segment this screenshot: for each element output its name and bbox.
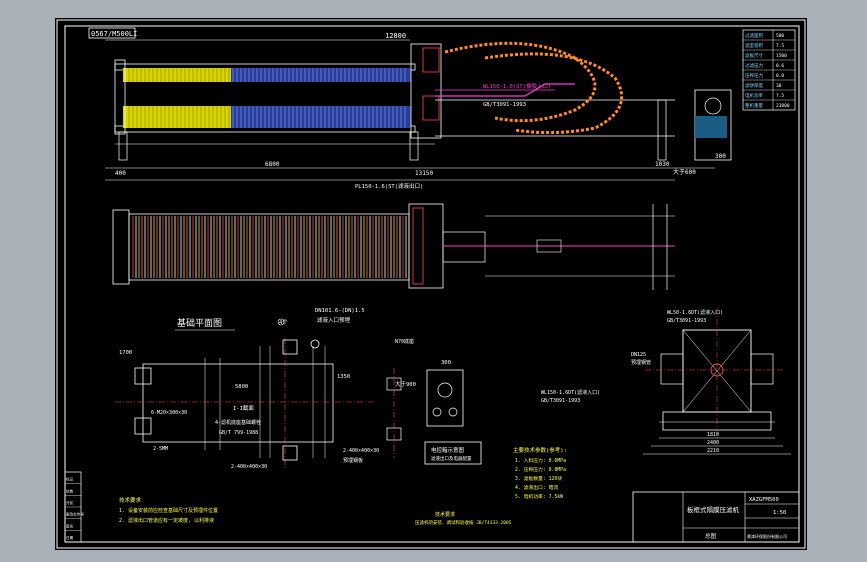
center-note-2: 压滤机的安装、调试和验收按 JB/T4333-2005 (415, 519, 512, 526)
spec-value: 23800 (776, 103, 790, 109)
std-b: GB/T 799-1988 (219, 430, 258, 436)
side-dim-a: 300 (441, 360, 451, 366)
dim-400: 400 (115, 170, 126, 177)
dim-13150: 13150 (415, 170, 433, 177)
params-header: 主要技术参数(参考): (513, 446, 567, 454)
note-gt600: 大于600 (673, 168, 696, 176)
revision-row: 标记 (66, 477, 74, 482)
spec-key: 电机功率 (745, 92, 763, 99)
param-line: 1. 入料压力: 0.6MPa (515, 457, 566, 464)
end-pipe-b-note: 预埋钢管 (631, 359, 651, 366)
center-note-1: 技术要求 (435, 511, 455, 518)
revision-row: 分区 (66, 500, 74, 505)
std-a: 4-滤机底座基础螺栓 (215, 419, 261, 426)
dim-w3: 1350 (337, 374, 350, 380)
end-dim-b: 2400 (707, 440, 719, 446)
title-block-company: 景津环保股份有限公司 (747, 533, 787, 539)
detail-title: 电控箱示意图 (431, 446, 465, 454)
end-dim-a: 1810 (707, 432, 719, 438)
spec-key: 过滤压力 (745, 62, 763, 69)
title-block-model: XAZGFM500 (749, 497, 779, 503)
top-elevation-view: 12800 WL150-1.0(ST(橡胶入口) GB/T3091- (105, 32, 732, 177)
revision-row: 处数 (66, 488, 74, 493)
dim-1030: 1030 (655, 161, 670, 168)
side-dim-b: 大于900 (395, 380, 416, 388)
drain-note: 滤液入口预埋 (317, 316, 351, 324)
spec-value: 1500 (776, 53, 787, 59)
corner-tag: 0567/M500LI (91, 30, 137, 38)
corner-tag-box (88, 27, 136, 39)
anchor-d: 2-400×400×30 (343, 448, 379, 454)
section-label: I-I截面 (233, 404, 254, 412)
dim-300: 300 (715, 153, 726, 160)
end-pipe-a: WL50-1.6DT(滤液入口) (667, 309, 723, 316)
spec-key: 滤饼厚度 (745, 82, 763, 89)
inner-frame (64, 25, 800, 543)
revision-row: 更改文件号 (66, 512, 84, 517)
end-pipe-c: WL150-1.6DT(滤液入口) (541, 389, 600, 396)
drawing-canvas: 0567/M500LI 12800 (56, 19, 806, 549)
end-view: WL50-1.6DT(滤液入口) GB/T3091-1993 DN125 预埋钢… (541, 308, 791, 455)
dim-6800: 6800 (265, 161, 280, 168)
tech-requirements: 技术要求 1. 设备安装前应检查基础尺寸及预埋件位置 2. 滤液出口管道应有一定… (119, 496, 218, 524)
spec-key: 过滤面积 (745, 32, 763, 39)
pipe-main-label: WL150-1.0(ST(橡胶入口) (483, 82, 551, 90)
param-line: 2. 压榨压力: 0.8MPa (515, 466, 566, 473)
plan-view: PL150-1.6(ST(滤液出口) (105, 179, 675, 290)
revision-row: 日期 (66, 535, 74, 540)
spec-value: 0.6 (776, 63, 784, 69)
anchor-d-note: 预埋钢板 (343, 457, 363, 464)
foundation-title: 基础平面图 (177, 317, 222, 329)
spec-key: 整机重量 (745, 102, 763, 109)
spec-value: 500 (776, 33, 784, 39)
tech-req-2: 2. 滤液出口管道应有一定坡度, 以利排液 (119, 517, 214, 524)
end-pipe-a-std: GB/T3091-1993 (667, 318, 706, 324)
anchor-c: 2-400×400×30 (231, 464, 267, 470)
title-block-scale: 1:50 (773, 510, 786, 516)
param-line: 4. 滤液出口: 暗流 (515, 484, 558, 491)
filter-plates-upper (123, 68, 411, 128)
control-box (426, 369, 464, 427)
drain-label: DN101.6-(DN)1.5 (315, 308, 365, 314)
params-notes: 主要技术参数(参考): 1. 入料压力: 0.6MPa 2. 压榨压力: 0.8M… (513, 446, 567, 500)
tech-req-1: 1. 设备安装前应检查基础尺寸及预埋件位置 (119, 507, 218, 514)
dim-w2: 5800 (235, 384, 248, 390)
side-label: N70底座 (395, 338, 414, 345)
dim-w1: 1700 (119, 350, 132, 356)
pipe-sub-label: GB/T3091-1993 (483, 102, 526, 108)
hole-count: 4个 (279, 319, 288, 326)
title-block-sheet: 总图 (705, 532, 717, 540)
plan-pipe-label: PL150-1.6(ST(滤液出口) (355, 182, 423, 190)
spec-value: 7.5 (776, 93, 784, 99)
plan-plate-stripes (132, 216, 407, 278)
title-block: 板框式隔膜压滤机 XAZGFM500 总图 1:50 景津环保股份有限公司 (632, 491, 800, 543)
param-line: 5. 电机功率: 7.5kW (515, 493, 563, 500)
end-dim-c: 2210 (707, 448, 719, 454)
spec-key: 滤室容积 (745, 42, 763, 49)
spec-key: 滤板尺寸 (745, 52, 763, 59)
spec-value: 30 (776, 83, 782, 89)
drawing-sheet[interactable]: 0567/M500LI 12800 (55, 18, 807, 550)
end-pipe-b: DN125 (631, 352, 646, 358)
revision-row: 签名 (66, 523, 74, 528)
anchor-b: 2-5MM (153, 446, 168, 452)
overall-length-dim: 12800 (385, 32, 406, 40)
detail-sub: 滤液出口及电器配置 (431, 455, 472, 462)
outer-frame (56, 19, 806, 549)
spec-value: 7.5 (776, 43, 784, 49)
title-block-title: 板框式隔膜压滤机 (687, 505, 740, 514)
param-line: 3. 滤板数量: 120块 (515, 475, 562, 482)
foundation-plan: 基础平面图 DN101.6-(DN)1.5 滤液入口预埋 4个 1700 580… (115, 308, 482, 470)
tech-req-header: 技术要求 (119, 496, 142, 504)
anchor-a: 6-M20×300×30 (151, 410, 187, 416)
end-pipe-c-std: GB/T3091-1993 (541, 398, 580, 404)
spec-key: 压榨压力 (745, 72, 763, 79)
spec-table: 过滤面积 500 滤室容积 7.5 滤板尺寸 1500 过滤压力 0.6 压榨压力 0.8 滤饼厚度… (742, 29, 796, 111)
center-note: 技术要求 压滤机的安装、调试和验收按 JB/T4333-2005 (415, 511, 512, 526)
spec-value: 0.8 (776, 73, 784, 79)
